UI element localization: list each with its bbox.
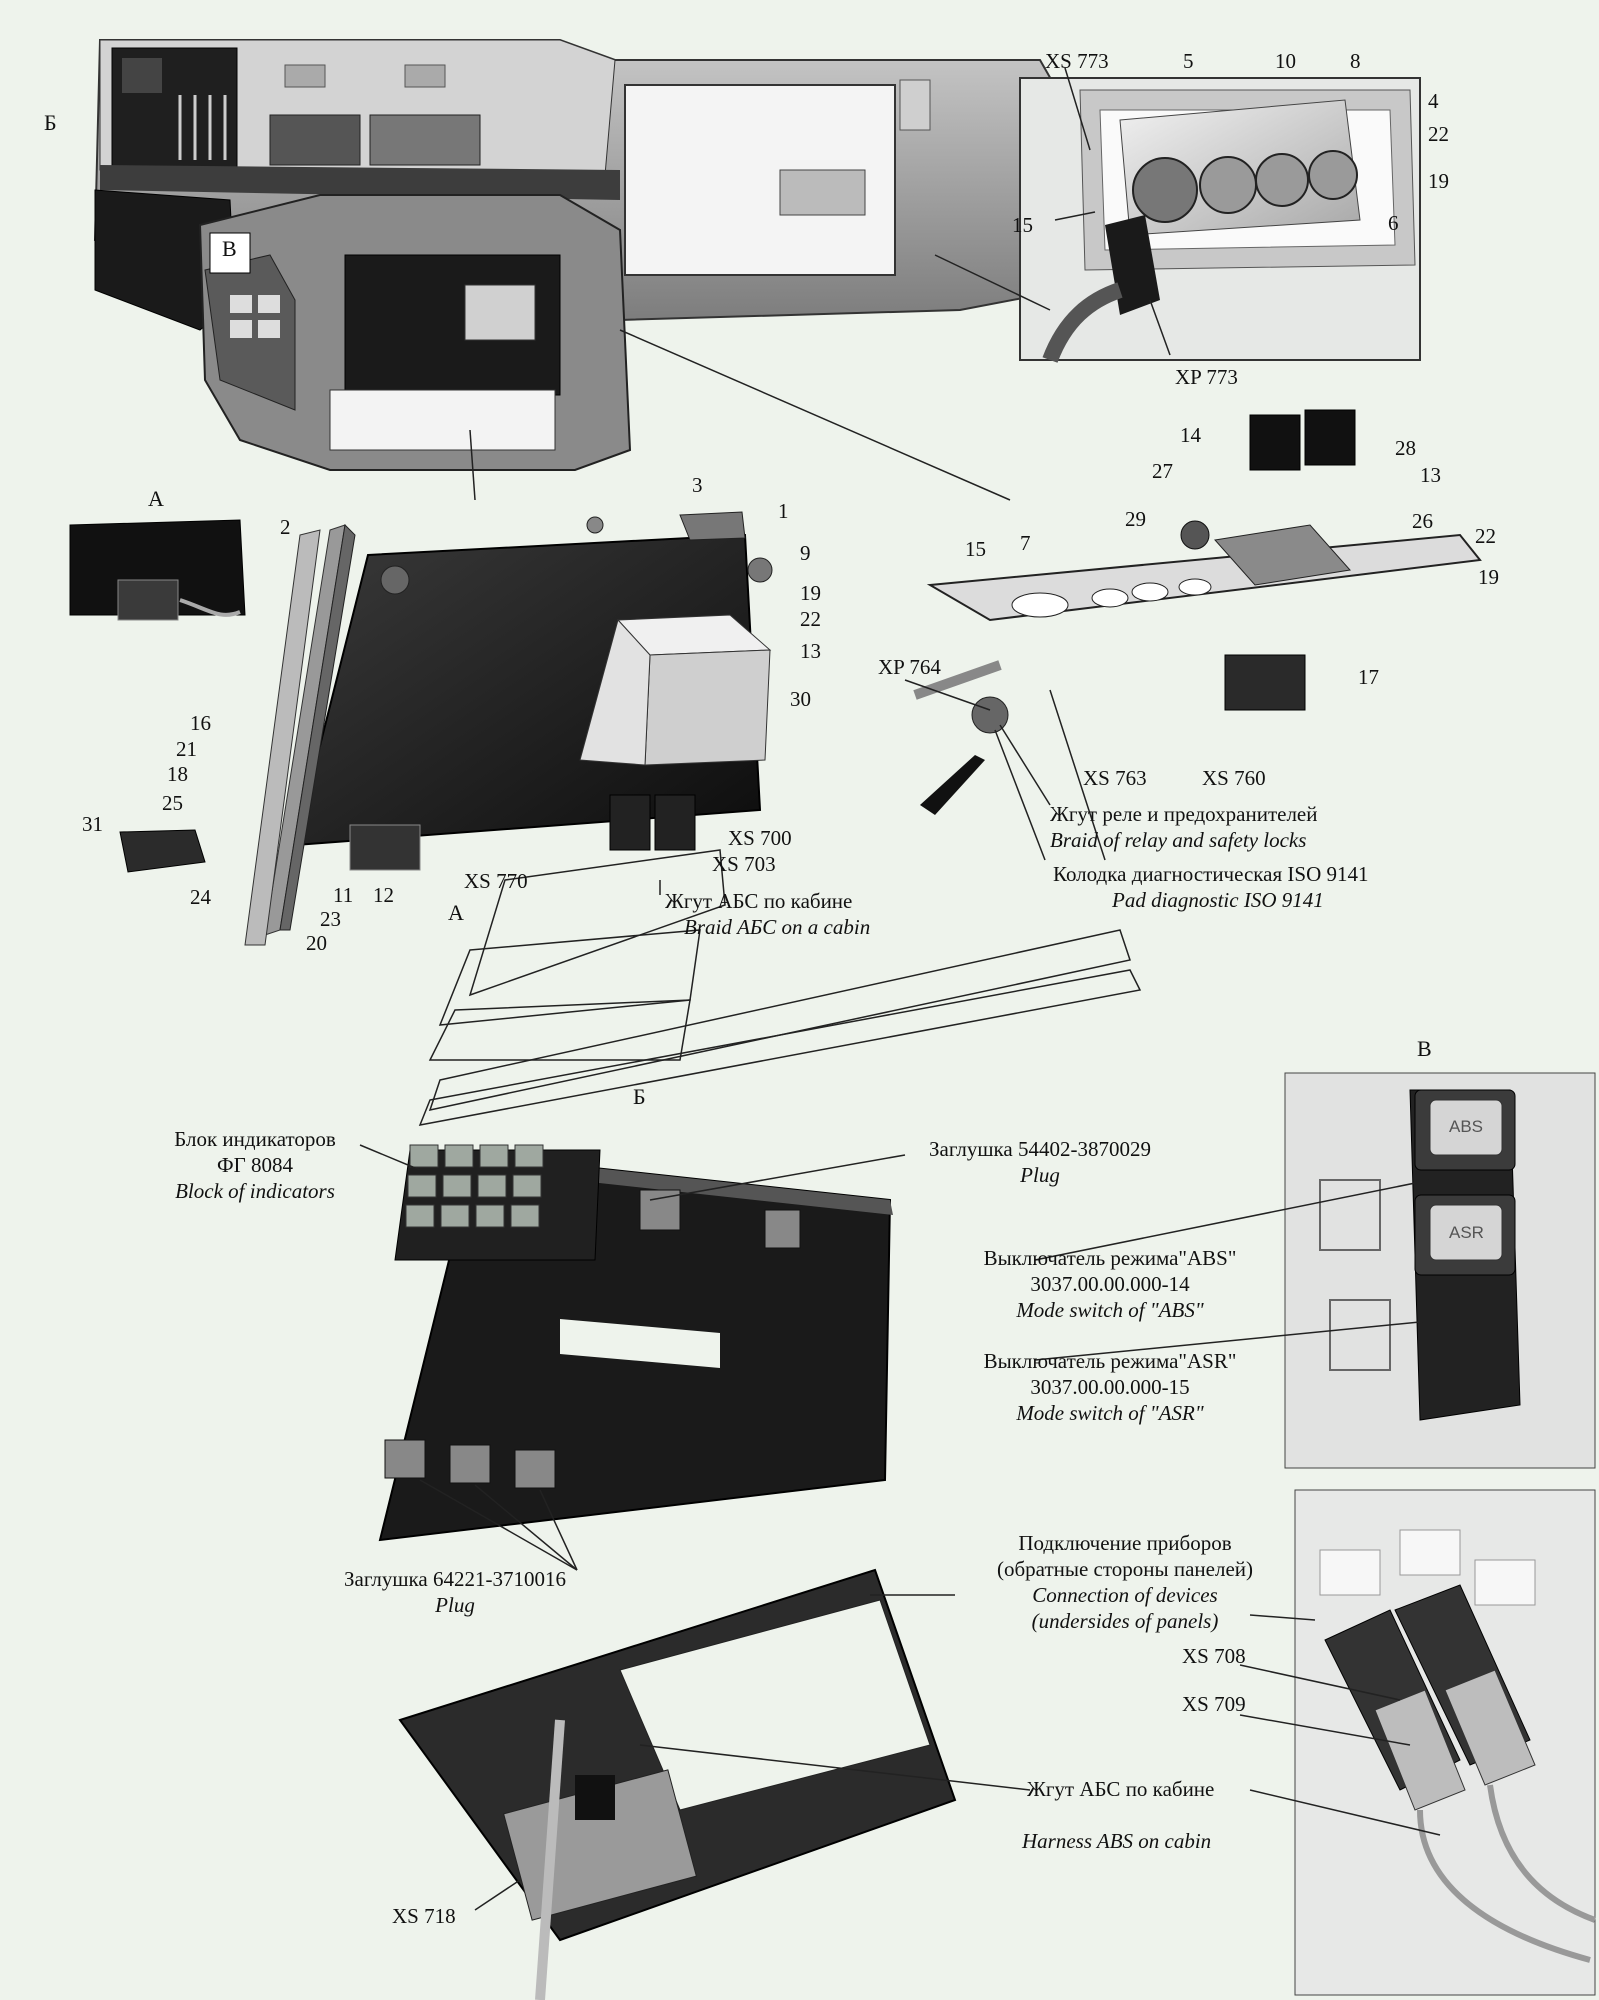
label-27: 27 [1152,459,1173,483]
label-harness-ru: Жгут АБС по кабине [1027,1777,1215,1801]
plug1-callout: Заглушка 54402-3870029 Plug [895,1136,1185,1188]
label-11: 11 [333,883,354,907]
label-1: 1 [778,499,789,523]
label-asr-switch-en: Mode switch of "ASR" [1016,1401,1204,1425]
label-abs-switch-ru: Выключатель режима"ABS" [983,1246,1237,1270]
label-20: 20 [306,931,327,955]
connection-callout: Подключение приборов (обратные стороны п… [975,1530,1275,1634]
label-19a: 19 [1428,169,1449,193]
label-xs763: XS 763 [1083,766,1147,790]
label-23: 23 [320,907,341,931]
label-diag-pad-en: Pad diagnostic ISO 9141 [1112,888,1324,912]
label-4: 4 [1428,89,1439,113]
view-a-relay [69,519,246,621]
label-xp773: XP 773 [1175,365,1238,389]
label-abs-cabin-ru: Жгут АБС по кабине [665,889,853,913]
label-indicators-ru2: ФГ 8084 [217,1153,293,1177]
label-22c: 22 [1475,524,1496,548]
label-16: 16 [190,711,211,735]
label-plug1-en: Plug [1020,1163,1060,1187]
label-28: 28 [1395,436,1416,460]
label-12: 12 [373,883,394,907]
label-14: 14 [1180,423,1201,447]
dashboard-assembly [93,39,1067,471]
label-xs708: XS 708 [1182,1644,1246,1668]
label-6: 6 [1388,211,1399,235]
asr-button-text: ASR [1449,1223,1484,1242]
label-xs703: XS 703 [712,852,776,876]
abs-switch-callout: Выключатель режима"ABS" 3037.00.00.000-1… [960,1245,1260,1323]
label-relay-harness-ru: Жгут реле и предохранителей [1050,802,1318,826]
label-10: 10 [1275,49,1296,73]
label-xs709: XS 709 [1182,1692,1246,1716]
label-13a: 13 [800,639,821,663]
label-7: 7 [1020,531,1031,555]
label-plug1-ru: Заглушка 54402-3870029 [929,1137,1151,1161]
view-label-a: А [148,486,164,511]
label-xs718: XS 718 [392,1904,456,1928]
label-abs-switch-code: 3037.00.00.000-14 [1030,1272,1190,1296]
label-xp764: XP 764 [878,655,941,679]
label-connection-en2: (undersides of panels) [1031,1609,1219,1633]
label-abs-cabin-en: Braid АБС on a cabin [684,915,871,939]
label-asr-switch-ru: Выключатель режима"ASR" [983,1349,1237,1373]
view-label-v: В [1417,1036,1432,1061]
abs-button-text: ABS [1449,1117,1484,1136]
label-xs700: XS 700 [728,826,792,850]
view-label-v-arrow: В [222,236,237,261]
label-17: 17 [1358,665,1379,689]
label-21: 21 [176,737,197,761]
label-connection-ru2: (обратные стороны панелей) [996,1557,1254,1581]
label-9: 9 [800,541,811,565]
label-indicators-en: Block of indicators [175,1179,335,1203]
label-xs770: XS 770 [464,869,528,893]
label-connection-ru1: Подключение приборов [1018,1531,1232,1555]
indicator-panel [378,849,1142,1542]
label-19b: 19 [800,581,821,605]
relay-fuse-plate [913,409,1482,815]
label-22a: 22 [1428,122,1449,146]
label-29: 29 [1125,507,1146,531]
label-diag-pad-ru: Колодка диагностическая ISO 9141 [1053,862,1369,886]
connector-inset [1019,77,1421,363]
label-19c: 19 [1478,565,1499,589]
view-label-a-arrow: А [448,900,464,925]
view-v-switches [1284,1072,1596,1469]
plug2-callout: Заглушка 64221-3710016 Plug [320,1566,590,1618]
view-label-b-arrow: Б [44,110,57,135]
label-relay-harness-en: Braid of relay and safety locks [1050,828,1307,852]
label-asr-switch-code: 3037.00.00.000-15 [1030,1375,1190,1399]
view-label-b: Б [633,1084,646,1109]
label-5: 5 [1183,49,1194,73]
label-indicators-ru1: Блок индикаторов [174,1127,336,1151]
label-30: 30 [790,687,811,711]
label-26: 26 [1412,509,1433,533]
label-18: 18 [167,762,188,786]
label-abs-switch-en: Mode switch of "ABS" [1016,1298,1204,1322]
label-25: 25 [162,791,183,815]
label-15b: 15 [965,537,986,561]
label-31: 31 [82,812,103,836]
label-3: 3 [692,473,703,497]
label-xs773: XS 773 [1045,49,1109,73]
connection-inset [1294,1489,1597,1996]
label-xs760: XS 760 [1202,766,1266,790]
ecu-mounting-plate [119,511,773,946]
label-8: 8 [1350,49,1361,73]
label-13b: 13 [1420,463,1441,487]
underside-panel [398,1568,957,2000]
label-plug2-en: Plug [435,1593,475,1617]
asr-switch-callout: Выключатель режима"ASR" 3037.00.00.000-1… [960,1348,1260,1426]
leader-lines [359,67,1441,1911]
label-15a: 15 [1012,213,1033,237]
label-2: 2 [280,515,291,539]
label-connection-en1: Connection of devices [1032,1583,1218,1607]
indicators-callout: Блок индикаторов ФГ 8084 Block of indica… [150,1126,360,1204]
label-harness-en: Harness ABS on cabin [1022,1829,1212,1853]
label-24: 24 [190,885,211,909]
label-22b: 22 [800,607,821,631]
label-plug2-ru: Заглушка 64221-3710016 [344,1567,566,1591]
